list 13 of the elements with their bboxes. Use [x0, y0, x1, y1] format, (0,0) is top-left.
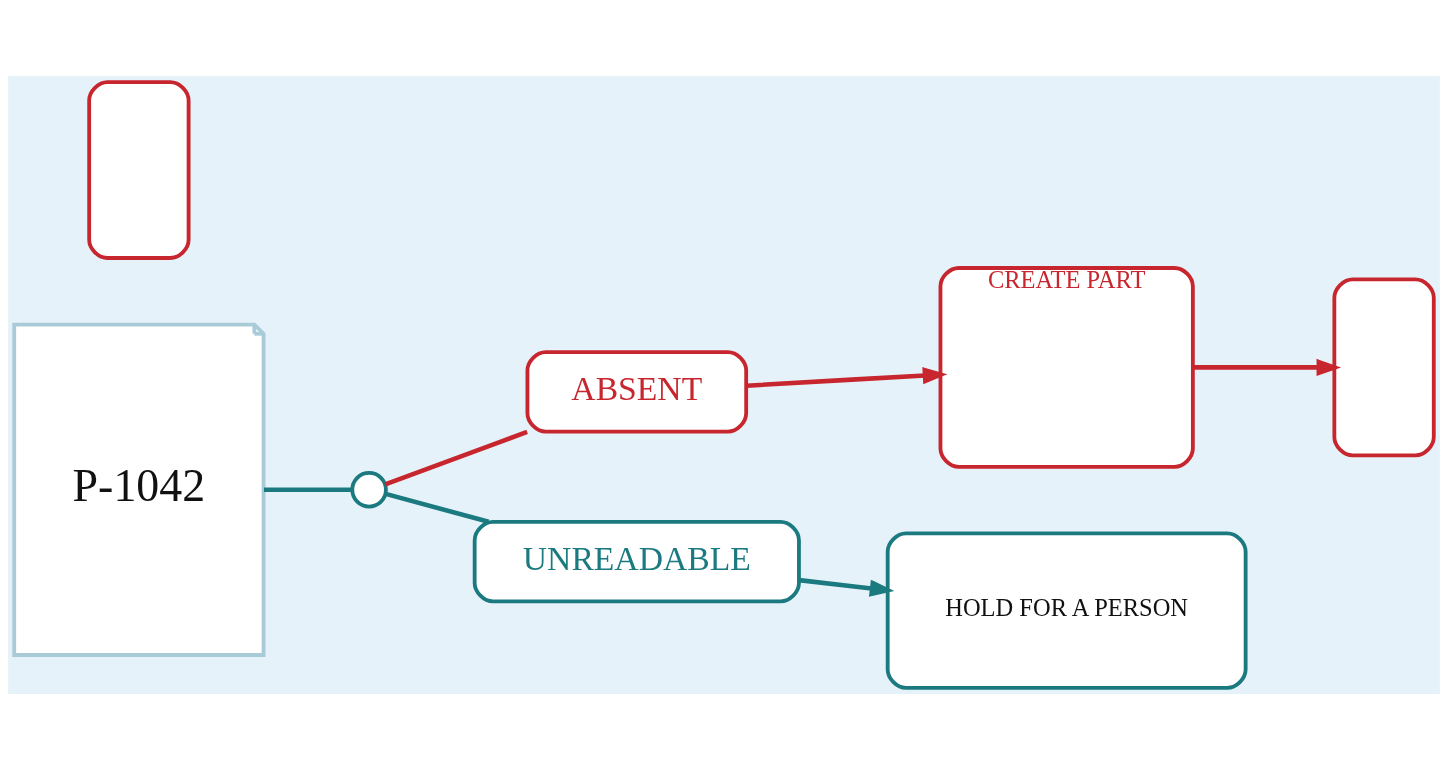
connector: [384, 429, 528, 487]
arrow: [1192, 358, 1342, 376]
node-box: HOLD FOR A PERSON: [885, 531, 1248, 690]
node-box: ABSENT: [525, 350, 749, 434]
node-box: UNREADABLE: [472, 520, 801, 604]
node-circle: [350, 471, 388, 509]
node-box: [1332, 277, 1436, 458]
arrow: [798, 577, 895, 597]
connector: [385, 491, 490, 525]
node-box: [87, 80, 191, 260]
node-box: CREATE PART: [938, 266, 1195, 469]
connector: [263, 487, 352, 493]
arrow: [746, 367, 948, 388]
